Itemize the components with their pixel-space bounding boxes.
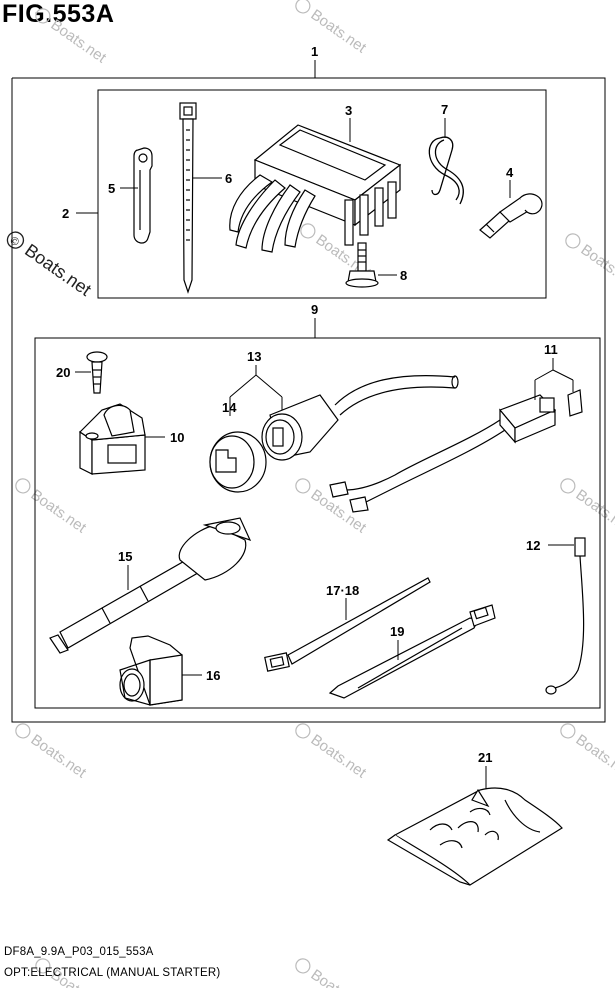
copyright-watermark: © Boats.net <box>6 231 95 300</box>
watermark-text: Boats.net <box>573 486 615 537</box>
part-13-connector <box>261 394 339 461</box>
part-3-regulator <box>229 124 402 253</box>
part-4-pin <box>479 193 543 239</box>
callout-20: 20 <box>56 365 70 380</box>
part-6-cable-tie <box>179 102 197 294</box>
figure-code: DF8A_9.9A_P03_015_553A <box>4 946 154 958</box>
part-15-connector <box>49 517 252 654</box>
part-21-bag <box>386 787 563 886</box>
callout-labels: 1 2 3 4 5 6 7 8 9 10 11 12 13 14 15 16 1… <box>56 44 558 765</box>
part-16-boot <box>119 635 183 706</box>
callout-12: 12 <box>526 538 540 553</box>
watermark-text: Boats.net <box>573 731 615 782</box>
callout-19: 19 <box>390 624 404 639</box>
part-8-bolt <box>345 242 379 288</box>
callout-1: 1 <box>311 44 318 59</box>
part-11-harness <box>329 389 583 513</box>
part-7-wire-clip <box>428 136 464 205</box>
figure-title: FIG.553A <box>2 0 115 28</box>
callout-16: 16 <box>206 668 220 683</box>
watermark-text: Boats.net <box>28 731 90 782</box>
callout-13-bracket <box>229 365 283 416</box>
callout-14: 14 <box>222 400 237 415</box>
watermark-text: Boats.net <box>308 966 370 988</box>
callout-17-18: 17·18 <box>326 583 359 598</box>
part-20-screw <box>86 351 108 394</box>
watermark-text: Boats.net <box>578 241 615 292</box>
outer-frame <box>11 60 606 723</box>
callout-10: 10 <box>170 430 184 445</box>
callout-2: 2 <box>62 206 69 221</box>
callout-7: 7 <box>441 102 448 117</box>
watermark-text: Boats.net <box>28 486 90 537</box>
figure-caption: OPT:ELECTRICAL (MANUAL STARTER) <box>4 967 221 979</box>
part-17-18-tie <box>264 577 431 672</box>
callout-4: 4 <box>506 165 514 180</box>
watermark-text: Boats.net <box>48 16 110 67</box>
callout-21: 21 <box>478 750 492 765</box>
harness-13-cable <box>334 375 459 416</box>
callout-8: 8 <box>400 268 407 283</box>
watermark-text: Boats.net <box>308 731 370 782</box>
part-19-tie <box>328 604 496 699</box>
callout-11-bracket <box>534 358 574 400</box>
part-12-sensor <box>545 537 586 695</box>
callout-11: 11 <box>544 342 558 357</box>
callout-5: 5 <box>108 181 115 196</box>
sub-box-9 <box>34 318 601 709</box>
callout-6: 6 <box>225 171 232 186</box>
callout-9: 9 <box>311 302 318 317</box>
callout-13: 13 <box>247 349 261 364</box>
sub-box-2 <box>76 89 547 299</box>
part-5-clip <box>133 147 153 244</box>
callout-3: 3 <box>345 103 352 118</box>
callout-15: 15 <box>118 549 132 564</box>
watermark-text: Boats.net <box>21 240 95 300</box>
part-14-connector <box>209 431 267 493</box>
part-10-clamp <box>79 403 146 475</box>
